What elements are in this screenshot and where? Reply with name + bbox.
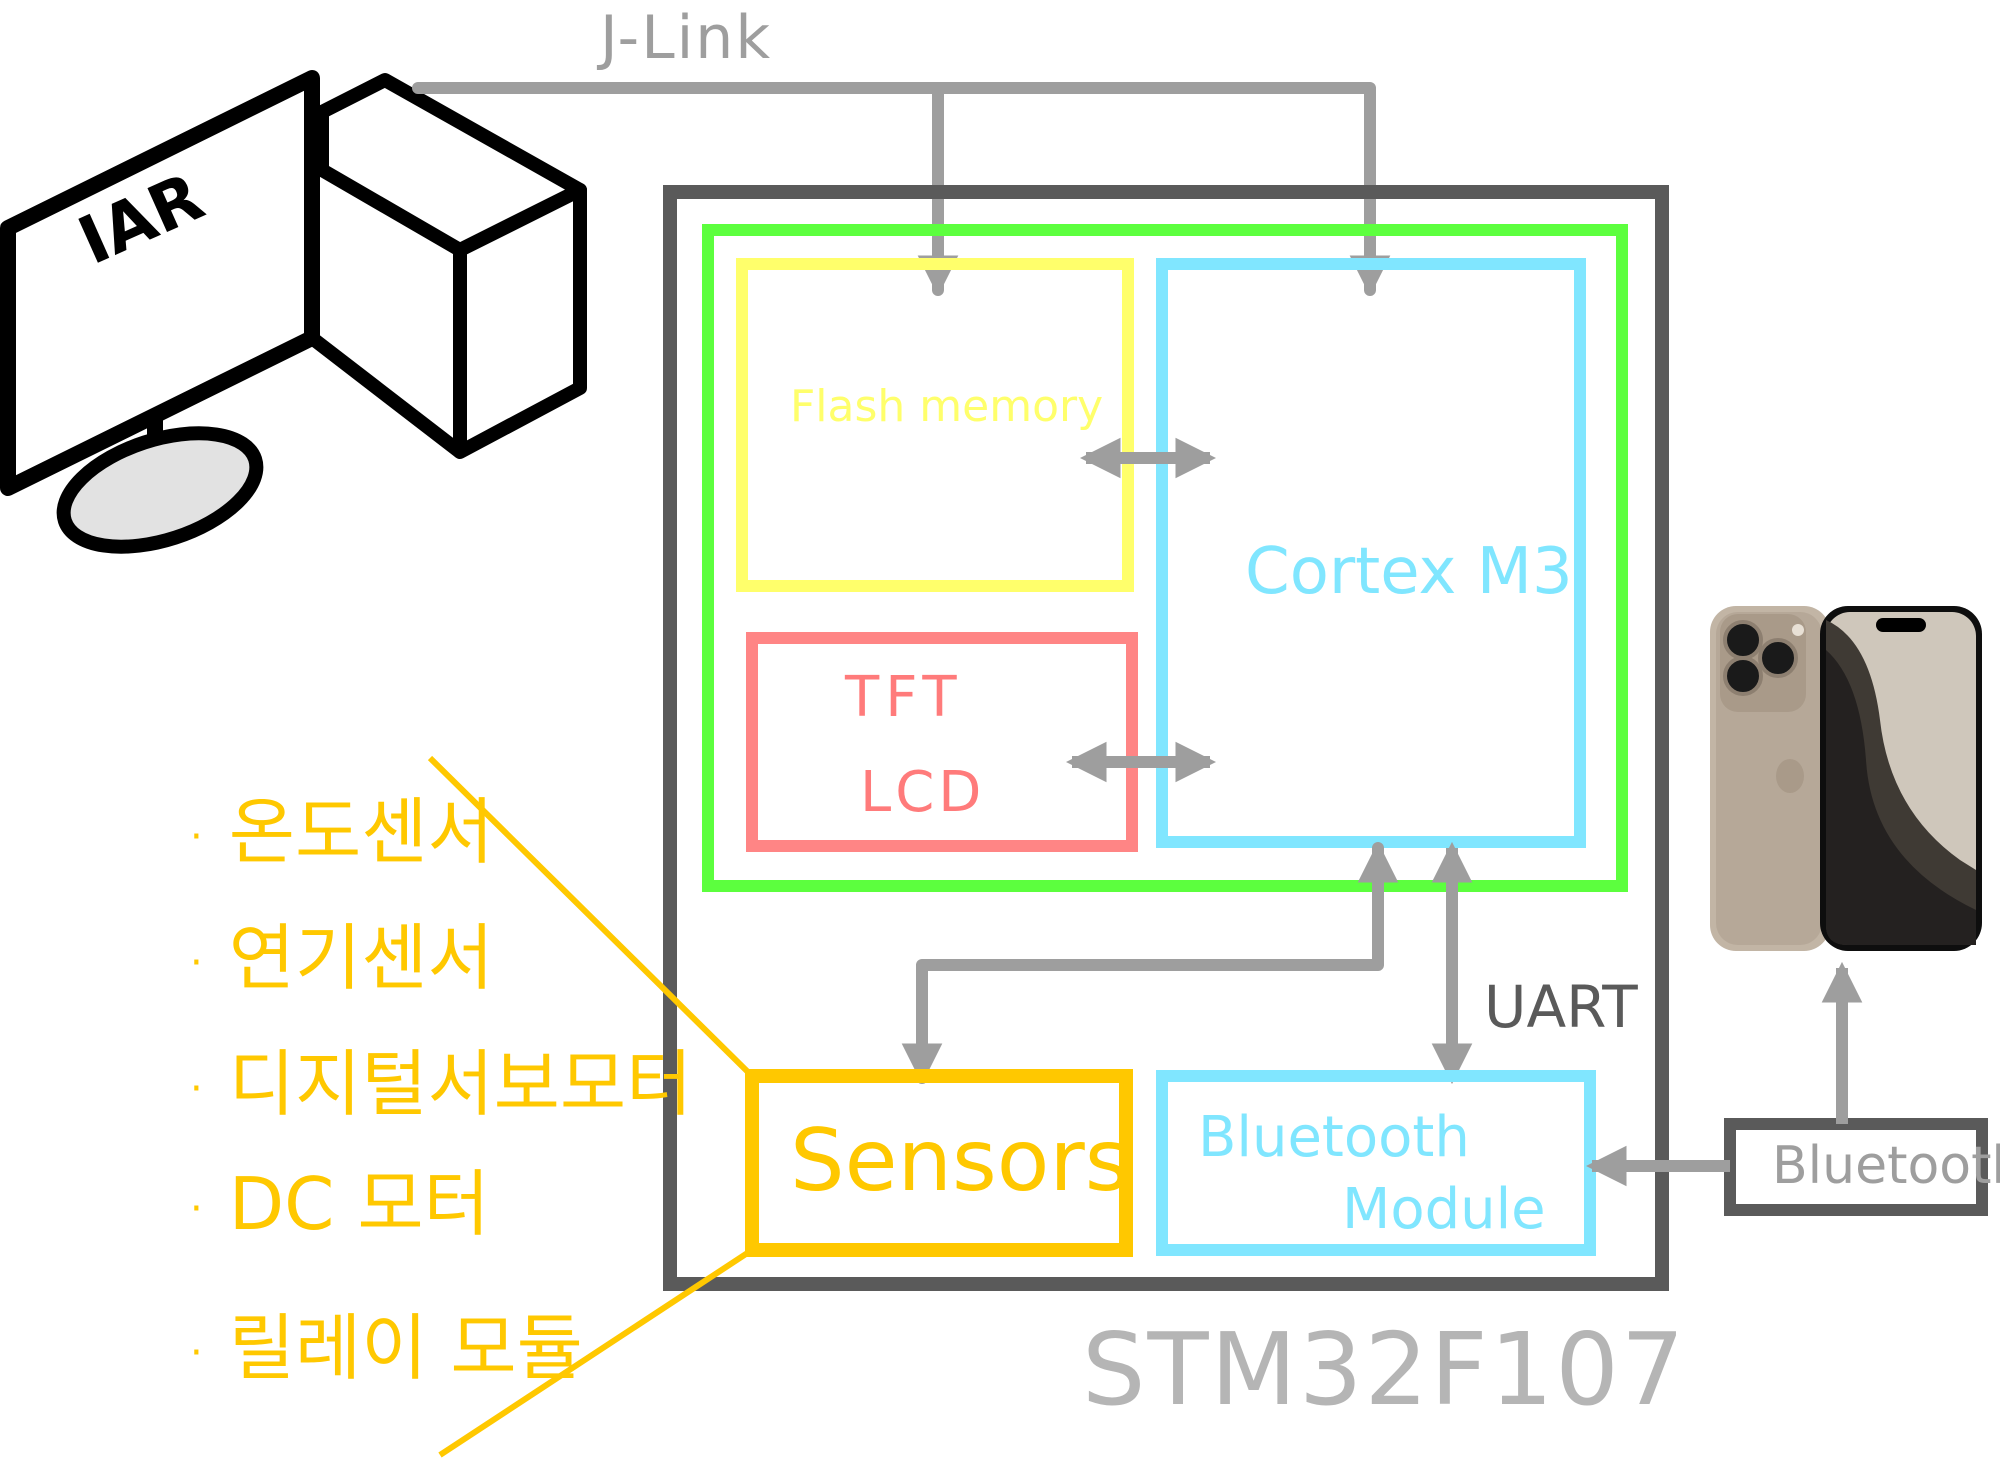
bluetooth-module-label-line2: Module: [1342, 1177, 1546, 1242]
jlink-label: J-Link: [600, 3, 773, 73]
sensor-list-item-label: 온도센서: [228, 790, 494, 874]
flash-memory-label: Flash memory: [790, 381, 1104, 432]
monitor-base: [56, 426, 264, 554]
bullet-icon: ·: [190, 1186, 203, 1233]
sensor-list-item: ·DC 모터: [190, 1168, 490, 1240]
flash-memory-block: [736, 258, 1134, 592]
computer-icon: [0, 70, 587, 554]
tft-label: TFT: [845, 665, 963, 730]
bluetooth-external-label: Bluetooth: [1772, 1136, 2000, 1196]
bluetooth-module-label-line1: Bluetooth: [1198, 1105, 1470, 1170]
sensor-list-item: ·릴레이 모듈: [190, 1312, 583, 1384]
sensor-list-item: ·연기센서: [190, 922, 494, 994]
sensor-list-item-label: 릴레이 모듈: [228, 1306, 583, 1390]
sensor-list-item: ·온도센서: [190, 796, 494, 868]
cortex-sensors-arrow: [901, 841, 1399, 1085]
smartphone-icon: [1710, 606, 1982, 951]
bullet-icon: ·: [190, 940, 203, 987]
bullet-icon: ·: [190, 814, 203, 861]
bullet-icon: ·: [190, 1330, 203, 1377]
cortex-m3-label: Cortex M3: [1245, 535, 1573, 609]
sensors-label: Sensors: [790, 1111, 1130, 1211]
sensor-list-item-label: DC 모터: [228, 1162, 490, 1246]
mcu-outline: [663, 185, 1669, 1291]
sensor-list-item: ·디지털서보모터: [190, 1048, 692, 1120]
lcd-label: LCD: [860, 760, 986, 825]
sensors-block: [745, 1069, 1133, 1257]
sensor-list-item-label: 디지털서보모터: [228, 1042, 693, 1126]
sensor-list-item-label: 연기센서: [228, 916, 494, 1000]
sensor-list-leader-bottom: [438, 1247, 754, 1458]
mcu-label: STM32F107: [1082, 1311, 1687, 1428]
sensor-list-leader-top: [427, 755, 755, 1079]
uart-label: UART: [1484, 973, 1638, 1041]
bullet-icon: ·: [190, 1066, 203, 1113]
